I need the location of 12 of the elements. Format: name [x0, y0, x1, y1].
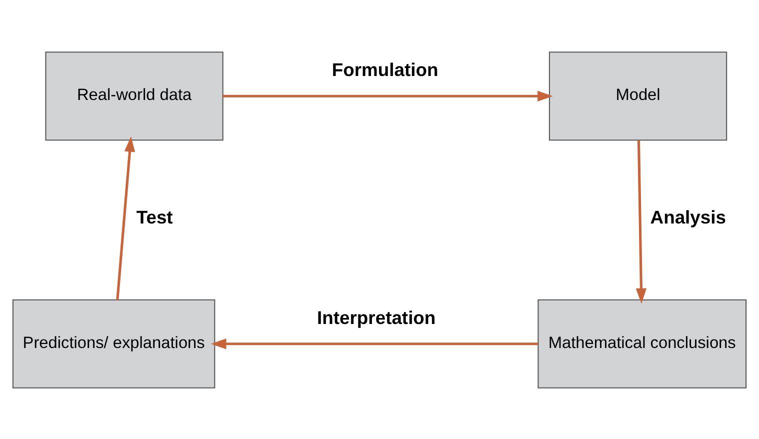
- node-box: Model: [548, 51, 728, 140]
- arrow: [222, 90, 553, 101]
- edge-label: Interpretation: [317, 306, 436, 328]
- node-box: Real-world data: [45, 51, 224, 140]
- arrow: [210, 338, 538, 349]
- arrow: [636, 140, 647, 304]
- node-box: Mathematical conclusions: [538, 298, 747, 388]
- edge-label: Formulation: [332, 58, 438, 80]
- node-box: Predictions/ explanations: [12, 298, 216, 388]
- arrow: [116, 136, 136, 300]
- edge-label: Test: [136, 206, 173, 227]
- edge-label: Analysis: [650, 206, 726, 227]
